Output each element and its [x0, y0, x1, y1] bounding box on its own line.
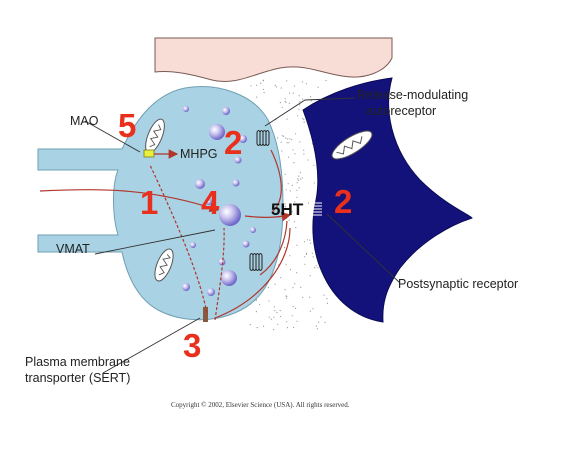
mao-label: MAO [70, 114, 99, 128]
leader-lines [84, 97, 401, 374]
pathway-arrows [39, 149, 292, 321]
copyright-notice: Copyright © 2002, Elsevier Science (USA)… [171, 401, 350, 409]
presynaptic-mitochondrion-lower [154, 248, 174, 282]
step-number-3: 3 [183, 327, 201, 364]
step-number-1: 1 [140, 184, 158, 221]
autoreceptor-label-line1: Release-modulating [357, 88, 468, 102]
postsynaptic-receptor [312, 202, 322, 216]
step-number-2-postsynaptic: 2 [334, 183, 352, 220]
step-number-5: 5 [118, 107, 136, 144]
postsynaptic-mitochondrion [331, 130, 373, 160]
autoreceptor-label-line2: autoreceptor [366, 104, 436, 118]
upper-dendrite [154, 37, 393, 82]
postsynaptic-neuron [302, 77, 473, 323]
step-number-4: 4 [201, 184, 220, 221]
sert-label-line1: Plasma membrane [25, 355, 130, 369]
sert-transporter [203, 307, 208, 322]
mao-enzyme [143, 149, 155, 158]
mhpg-label: MHPG [180, 147, 218, 161]
vmat-label: VMAT [56, 242, 90, 256]
step-number-2-autoreceptor: 2 [224, 124, 242, 161]
autoreceptor-upper [256, 130, 270, 146]
neurotransmitter-label: 5HT [271, 200, 304, 219]
vesicles [182, 106, 256, 296]
postsynaptic-receptor-label: Postsynaptic receptor [398, 277, 518, 291]
sert-label-line2: transporter (SERT) [25, 371, 130, 385]
autoreceptor-lower [249, 253, 263, 271]
